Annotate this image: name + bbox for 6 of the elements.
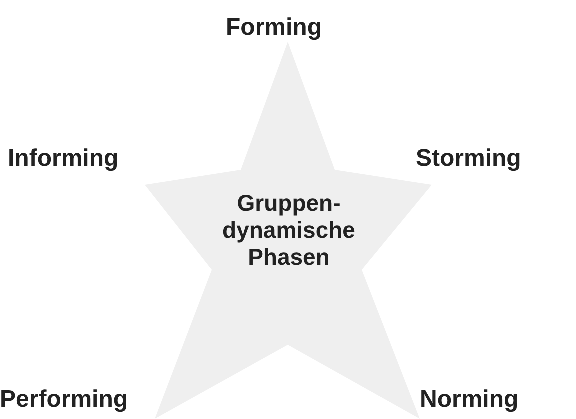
phase-label: Storming <box>416 145 522 173</box>
phase-label: Performing <box>0 386 128 414</box>
phase-label: Forming <box>226 14 322 42</box>
center-title: Gruppen- dynamische Phasen <box>222 190 356 271</box>
phase-label: Norming <box>420 386 519 414</box>
phase-label: Informing <box>8 145 119 173</box>
